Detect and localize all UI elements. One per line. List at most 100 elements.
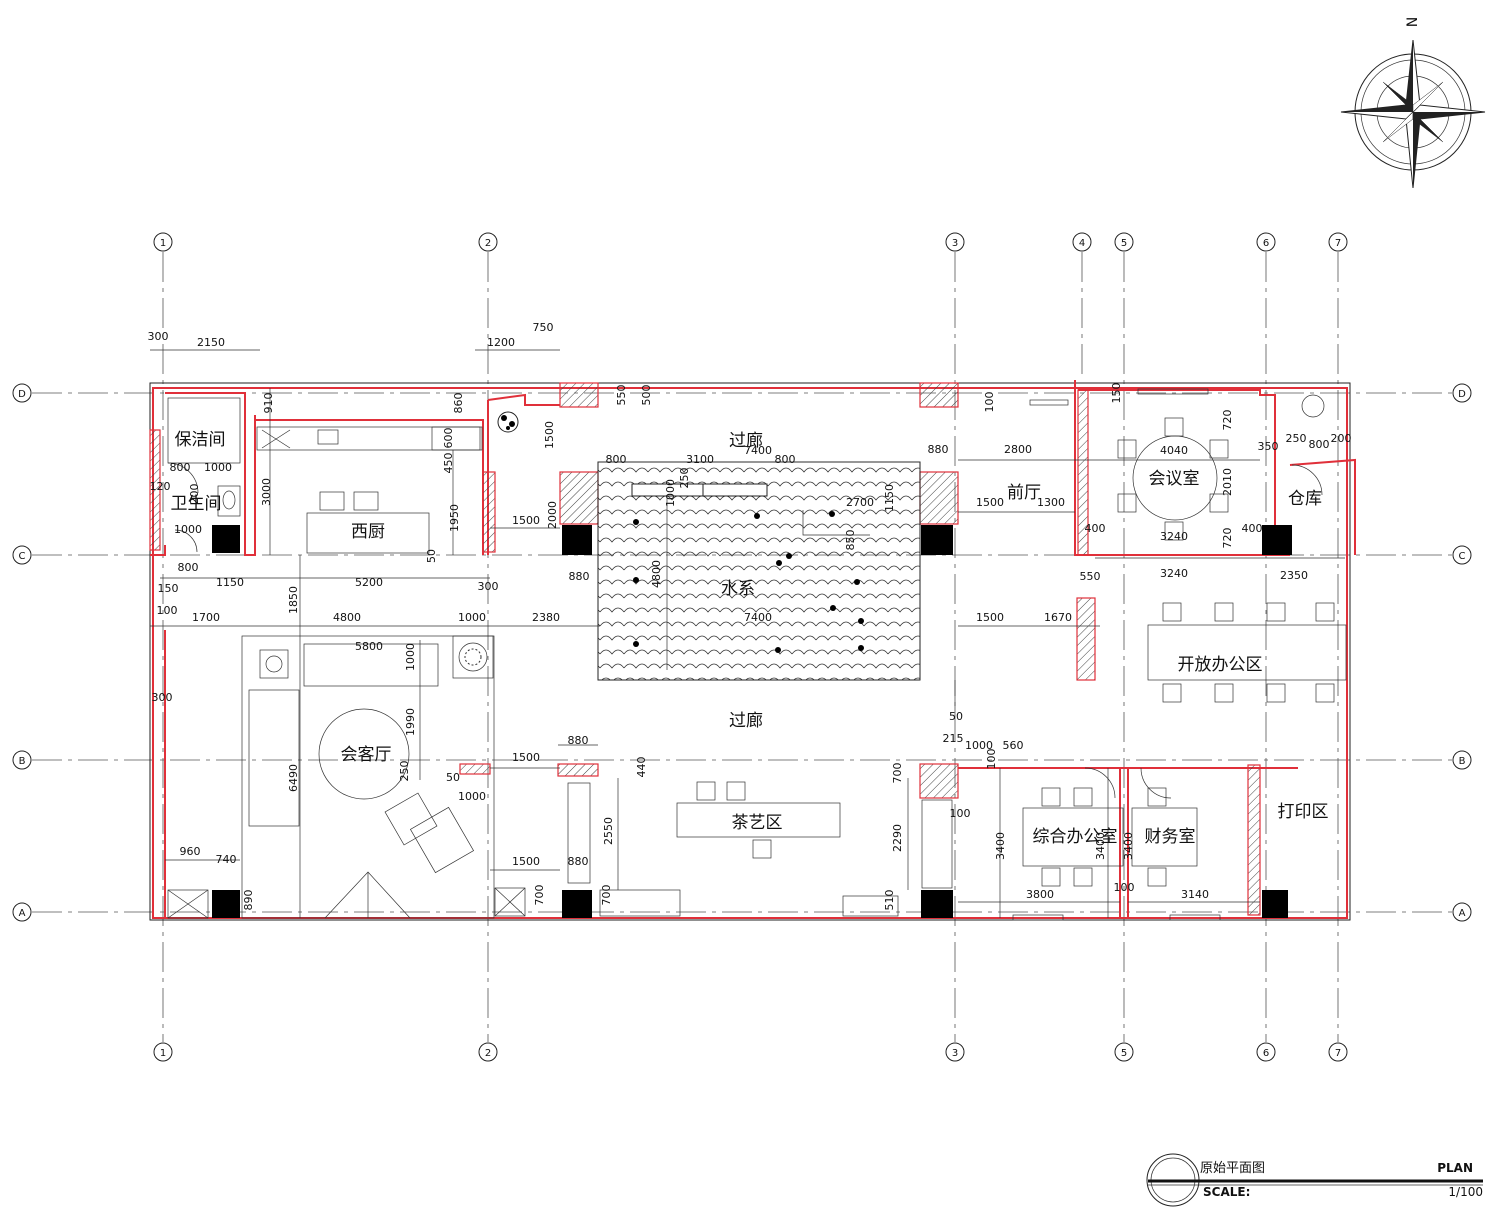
dim-100-row: 100 — [157, 604, 178, 617]
dim-2700: 2700 — [846, 496, 874, 509]
dim-2010: 2010 — [1221, 468, 1234, 496]
row-right-C: C — [1459, 551, 1466, 562]
dim-150-top: 150 — [1110, 383, 1123, 404]
structural-columns — [212, 525, 1292, 918]
dim-800-bath: 800 — [170, 461, 191, 474]
dim-250: 250 — [1286, 432, 1307, 445]
row-right-D: D — [1458, 389, 1466, 400]
dim-6490: 6490 — [287, 764, 300, 792]
axis-top-1: 1 — [160, 238, 166, 249]
row-left-A: A — [19, 908, 26, 919]
row-right-B: B — [1459, 756, 1466, 767]
dim-800-row: 800 — [178, 561, 199, 574]
dim-1000-office: 1000 — [965, 739, 993, 752]
dim-800-water-b: 800 — [775, 453, 796, 466]
room-cleaning: 保洁间 — [175, 430, 226, 450]
dim-740: 740 — [216, 853, 237, 866]
axis-top-5: 5 — [1121, 238, 1127, 249]
row-left-C: C — [19, 551, 26, 562]
dim-1000-bath-b: 1000 — [174, 523, 202, 536]
dim-150-row: 150 — [158, 582, 179, 595]
dim-3240-a: 3240 — [1160, 530, 1188, 543]
dim-1000-water: 1000 — [664, 479, 677, 507]
dim-800-storage: 800 — [1309, 438, 1330, 451]
room-finance: 财务室 — [1145, 827, 1196, 847]
dim-1950: 1950 — [448, 504, 461, 532]
room-bathroom: 卫生间 — [171, 494, 222, 514]
row-left-D: D — [18, 389, 26, 400]
axis-bottom-2: 2 — [485, 1048, 491, 1059]
title-block: 原始平面图 PLAN SCALE: 1/100 — [1146, 1153, 1483, 1207]
north-label: N — [1405, 17, 1421, 27]
axis-top-6: 6 — [1263, 238, 1269, 249]
dim-560: 560 — [1003, 739, 1024, 752]
dim-50-kitchen: 50 — [425, 549, 438, 563]
dim-100-tea: 100 — [950, 807, 971, 820]
dim-50-tea: 50 — [446, 771, 460, 784]
dim-5200: 5200 — [355, 576, 383, 589]
dim-1500-tea-bottom: 1500 — [512, 855, 540, 868]
room-print-area: 打印区 — [1278, 802, 1329, 822]
dim-200-bath: 200 — [188, 484, 201, 505]
room-meeting: 会议室 — [1149, 469, 1200, 489]
dim-350: 350 — [1258, 440, 1279, 453]
dim-1500-front: 1500 — [976, 496, 1004, 509]
dim-2550: 2550 — [602, 817, 615, 845]
dim-700-right: 700 — [600, 885, 613, 906]
room-labels: 保洁间 卫生间 西厨 过廊 水系 前厅 会议室 仓库 开放办公区 会客厅 过廊 … — [171, 430, 1329, 847]
dim-550-b: 550 — [1080, 570, 1101, 583]
dim-700-left: 700 — [533, 885, 546, 906]
room-general-office: 综合办公室 — [1033, 827, 1118, 847]
dim-850: 850 — [844, 530, 857, 551]
dim-3240-b: 3240 — [1160, 567, 1188, 580]
dim-880-top: 880 — [928, 443, 949, 456]
dim-4800-water: 4800 — [650, 560, 663, 588]
hatched-walls — [149, 382, 1261, 916]
dim-2150: 2150 — [197, 336, 225, 349]
dim-100-office: 100 — [985, 749, 998, 770]
dim-1000-tea: 1000 — [458, 790, 486, 803]
dim-720-a: 720 — [1221, 410, 1234, 431]
title-text: 原始平面图 — [1200, 1161, 1265, 1176]
scale-value: 1/100 — [1448, 1185, 1483, 1199]
dim-1500-hall: 1500 — [976, 611, 1004, 624]
dim-3000: 3000 — [260, 478, 273, 506]
plan-label: PLAN — [1437, 1161, 1473, 1175]
dim-2350: 2350 — [1280, 569, 1308, 582]
dim-3400-a: 3400 — [994, 832, 1007, 860]
room-corridor-top: 过廊 — [729, 431, 763, 451]
axis-top-3: 3 — [952, 238, 958, 249]
room-front-hall: 前厅 — [1007, 483, 1041, 503]
row-axis-labels: D C B A D C B A — [12, 383, 1472, 922]
dim-700-tea: 700 — [891, 763, 904, 784]
room-reception: 会客厅 — [341, 745, 392, 765]
dimension-labels: 300 2150 1200 750 910 860 550 500 100 15… — [148, 321, 1352, 911]
dim-250-sofa: 250 — [398, 761, 411, 782]
axis-top-4: 4 — [1079, 238, 1085, 249]
dim-4800-row: 4800 — [333, 611, 361, 624]
dim-250-water: 250 — [678, 468, 691, 489]
dim-120: 120 — [150, 480, 171, 493]
room-corridor-mid: 过廊 — [729, 711, 763, 731]
dim-2800: 2800 — [1004, 443, 1032, 456]
room-tea-area: 茶艺区 — [732, 813, 783, 833]
dim-3100: 3100 — [686, 453, 714, 466]
dim-1150-water: 1150 — [883, 484, 896, 512]
dim-960: 960 — [180, 845, 201, 858]
dim-300-top: 300 — [148, 330, 169, 343]
dim-880-tea-bottom: 880 — [568, 855, 589, 868]
dim-7400-top: 7400 — [744, 444, 772, 457]
dim-400-a: 400 — [1085, 522, 1106, 535]
dim-2290: 2290 — [891, 824, 904, 852]
dim-510: 510 — [883, 890, 896, 911]
dim-400-b: 400 — [1242, 522, 1263, 535]
dim-3400-c: 3400 — [1122, 832, 1135, 860]
dim-1150-row: 1150 — [216, 576, 244, 589]
dim-440: 440 — [635, 757, 648, 778]
dim-860: 860 — [452, 393, 465, 414]
dim-1500-tea-top: 1500 — [512, 751, 540, 764]
dim-1700: 1700 — [192, 611, 220, 624]
dim-100-top: 100 — [983, 392, 996, 413]
top-axis-labels: 1 2 3 4 5 6 7 — [153, 232, 1348, 252]
